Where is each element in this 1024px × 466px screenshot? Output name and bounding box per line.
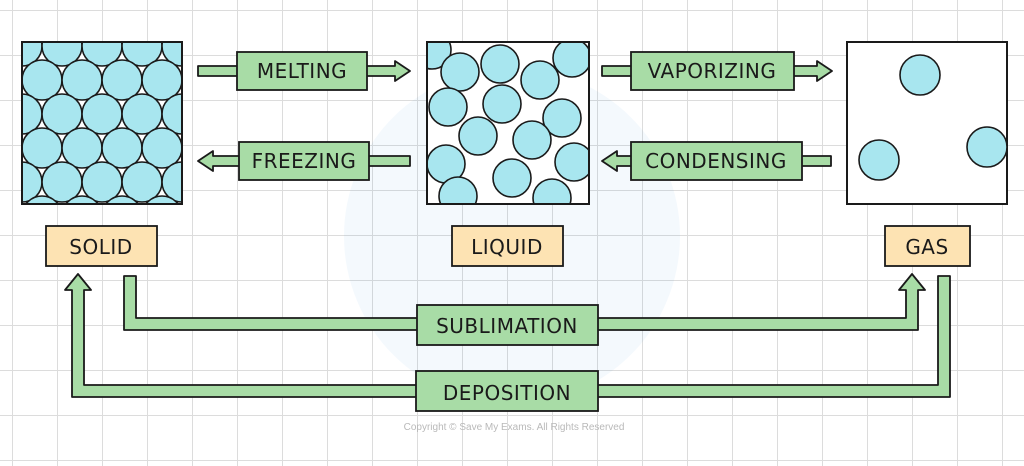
solid-particle: [202, 94, 242, 134]
solid-particle: [161, 42, 182, 67]
liquid-state-label-box: LIQUID: [451, 225, 564, 267]
solid-particle: [22, 142, 23, 154]
solid-label: SOLID: [69, 235, 132, 259]
gas-label: GAS: [905, 235, 948, 259]
solid-particle: [121, 42, 163, 67]
solid-particle: [81, 42, 123, 67]
liquid-particle: [492, 158, 532, 198]
solid-particle: [41, 161, 83, 203]
deposition-arrow: DEPOSITION: [64, 273, 951, 412]
liquid-particle: [428, 87, 468, 127]
gas-particle: [858, 139, 900, 181]
liquid-particle: [542, 98, 582, 138]
freezing-label: FREEZING: [252, 149, 357, 173]
vaporizing-label: VAPORIZING: [648, 59, 777, 83]
liquid-particle: [440, 52, 480, 92]
solid-particle: [101, 59, 143, 101]
gas-particles: [858, 54, 1008, 181]
solid-particle: [0, 196, 22, 236]
solid-particle: [61, 127, 103, 169]
liquid-particle: [438, 176, 478, 204]
solid-particle: [141, 127, 182, 169]
liquid-particle: [482, 84, 522, 124]
solid-particle: [145, 195, 179, 204]
solid-particle: [25, 195, 59, 204]
liquid-particle: [554, 142, 589, 182]
solid-particle: [22, 127, 63, 169]
solid-particle: [61, 59, 103, 101]
solid-particle: [65, 195, 99, 204]
melting-label: MELTING: [257, 59, 347, 83]
liquid-particles: [427, 42, 589, 204]
solid-particle: [222, 196, 262, 236]
gas-particle: [966, 126, 1008, 168]
solid-particle: [41, 42, 83, 67]
vaporizing-arrow: VAPORIZING: [601, 51, 833, 91]
liquid-particle: [520, 60, 560, 100]
liquid-particle: [480, 44, 520, 84]
condensing-label: CONDENSING: [645, 149, 787, 173]
solid-particle: [101, 127, 143, 169]
solid-particle: [121, 161, 163, 203]
solid-particle: [0, 162, 2, 202]
solid-particle: [121, 93, 163, 135]
deposition-label: DEPOSITION: [443, 381, 571, 405]
solid-state-label-box: SOLID: [45, 225, 158, 267]
solid-particle-box: [0, 26, 262, 236]
liquid-label: LIQUID: [471, 235, 543, 259]
solid-particle: [22, 59, 63, 101]
liquid-particle-box: [426, 41, 590, 205]
solid-particle: [105, 195, 139, 204]
solid-particle: [41, 93, 83, 135]
copyright-notice: Copyright © Save My Exams. All Rights Re…: [404, 422, 625, 433]
solid-particles: [0, 26, 262, 236]
liquid-particle: [512, 120, 552, 160]
solid-particle: [161, 161, 182, 203]
solid-particle: [81, 161, 123, 203]
sublimation-label: SUBLIMATION: [436, 314, 578, 338]
solid-particle: [161, 93, 182, 135]
sublimation-arrow: SUBLIMATION: [123, 273, 926, 346]
melting-arrow: MELTING: [197, 51, 411, 91]
gas-particle: [899, 54, 941, 96]
solid-particle: [81, 93, 123, 135]
liquid-particle: [458, 116, 498, 156]
gas-particle-box: [846, 41, 1008, 205]
freezing-arrow: FREEZING: [197, 141, 411, 181]
solid-particle: [0, 94, 2, 134]
solid-particle: [202, 26, 242, 66]
gas-state-label-box: GAS: [884, 225, 971, 267]
liquid-particle: [552, 42, 589, 78]
liquid-particle: [532, 178, 572, 204]
solid-particle: [141, 59, 182, 101]
solid-particle: [182, 196, 222, 236]
solid-particle: [22, 74, 23, 86]
condensing-arrow: CONDENSING: [601, 141, 832, 181]
solid-particle: [0, 26, 2, 66]
